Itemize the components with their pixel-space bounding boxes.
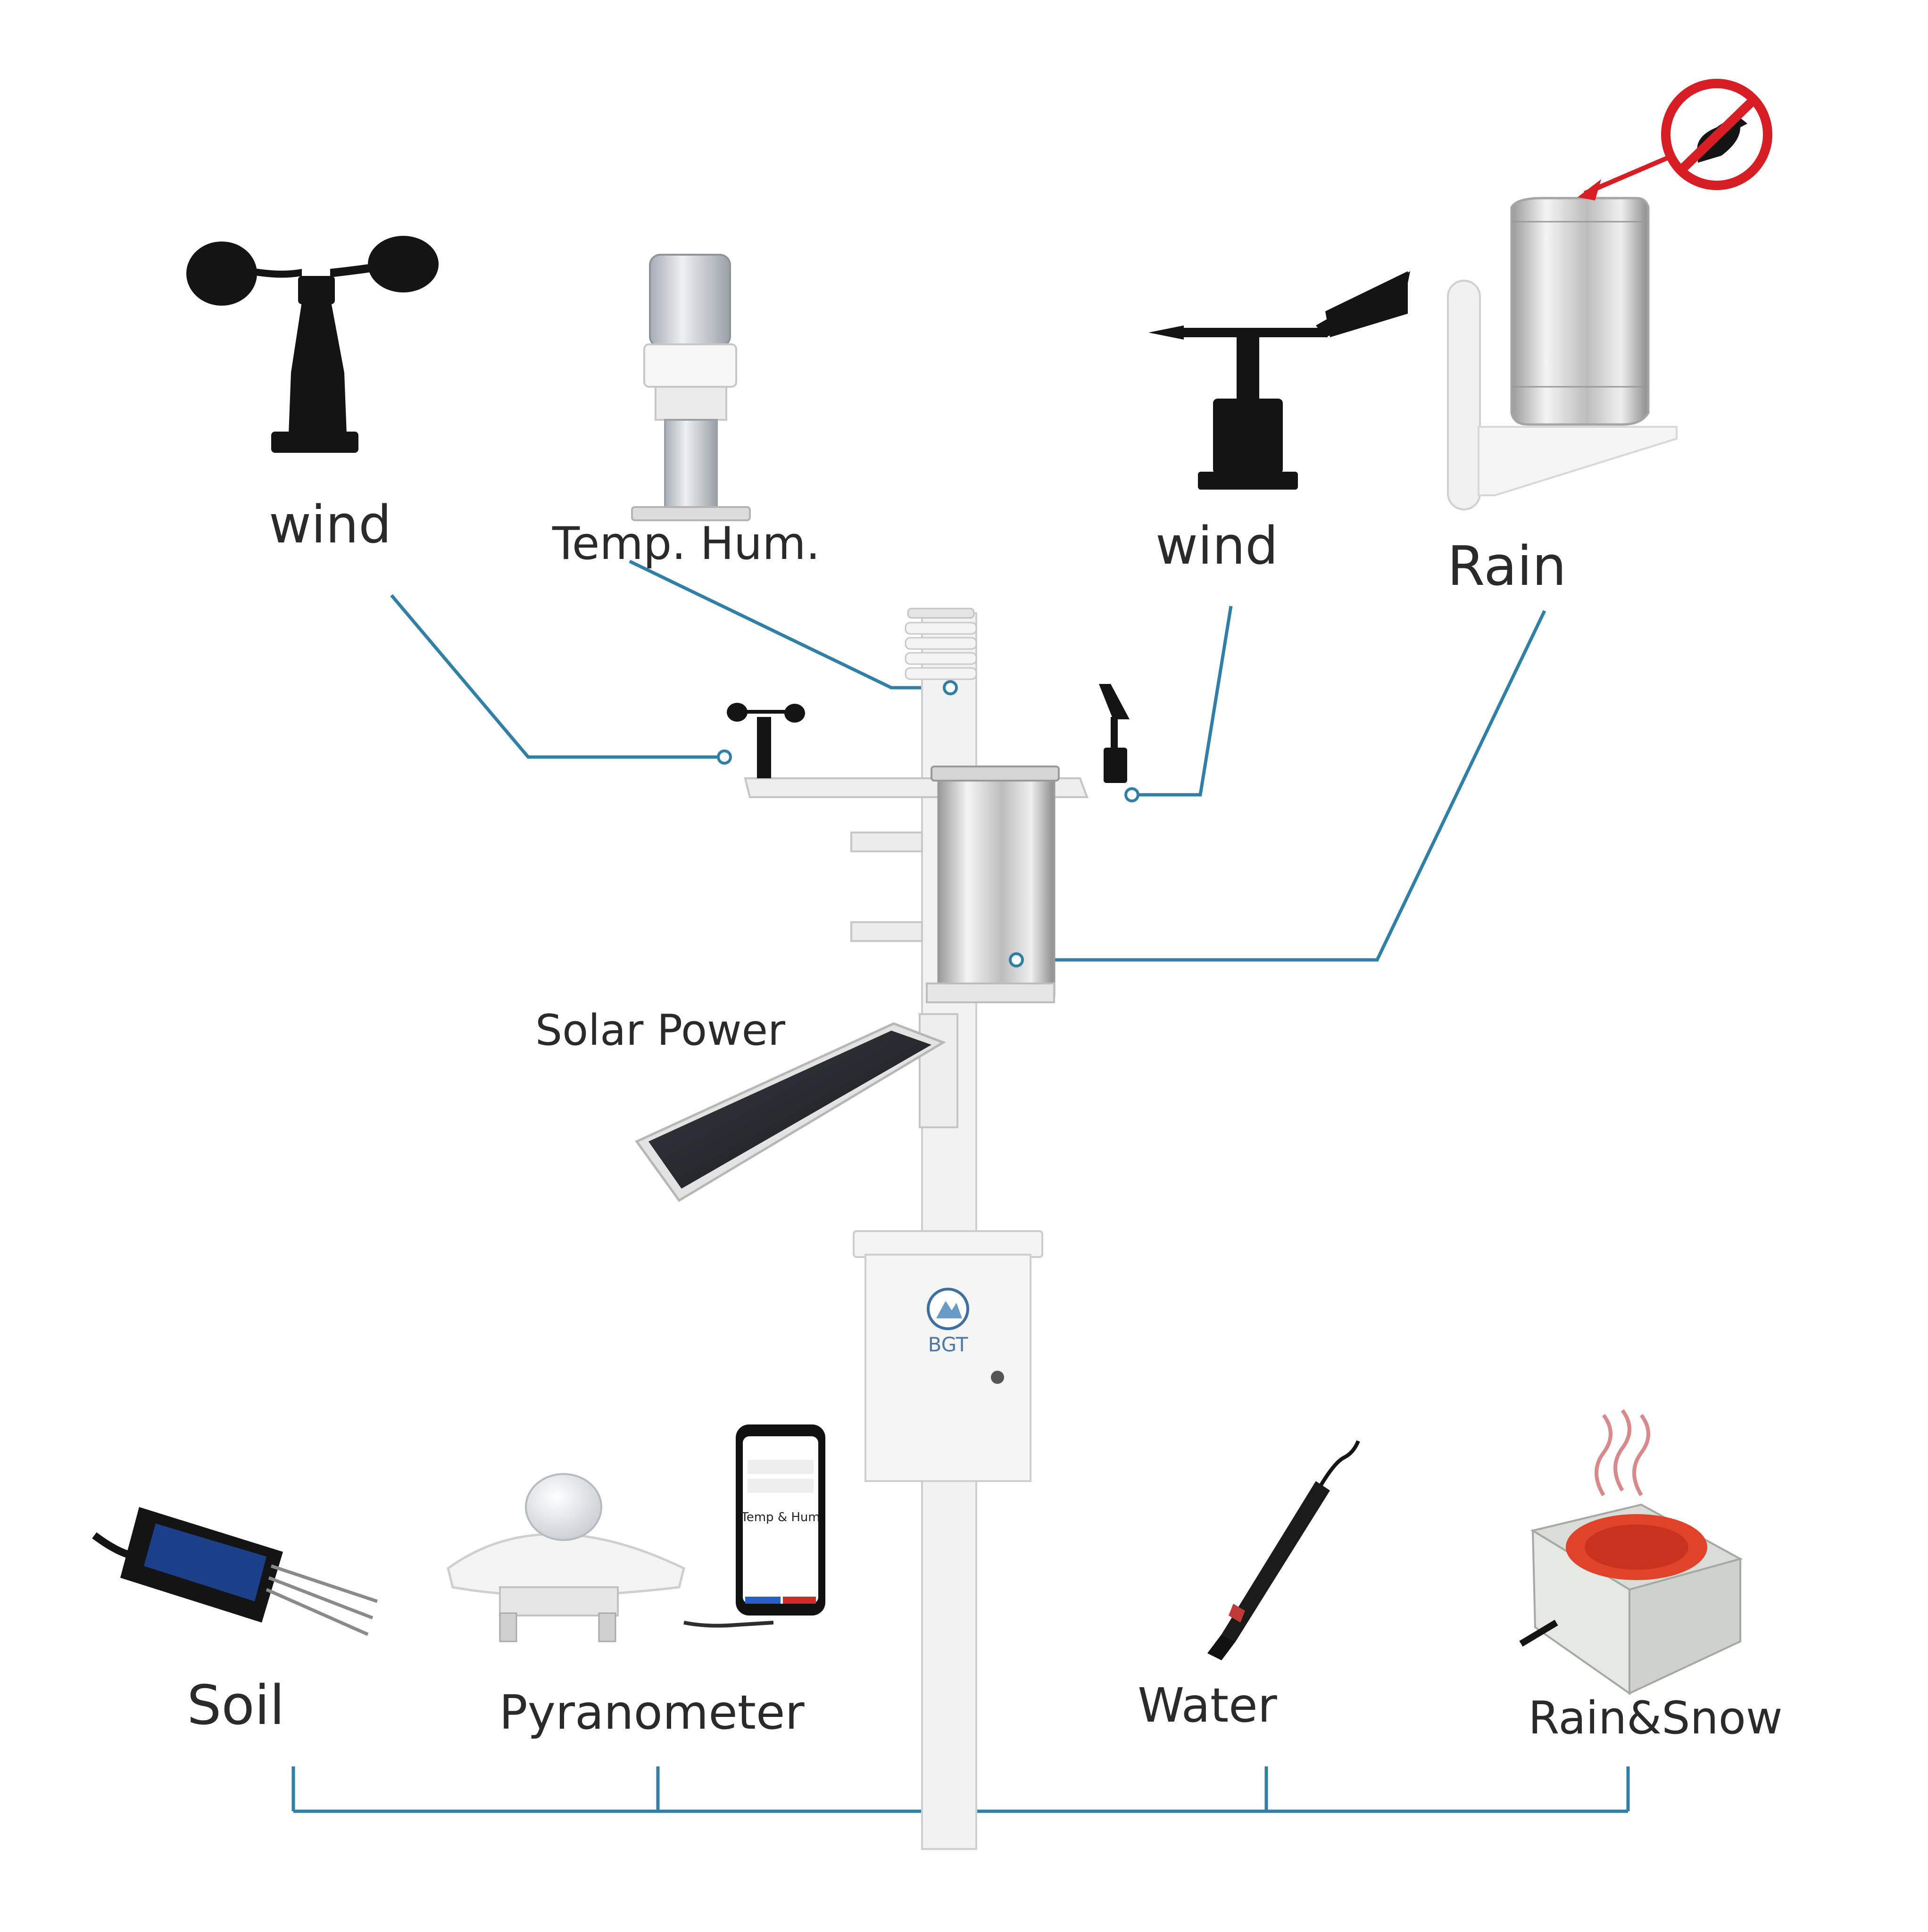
temp-hum-sensor-icon bbox=[631, 254, 751, 521]
weather-station-pole bbox=[717, 608, 1139, 1850]
label-wind-left: wind bbox=[269, 494, 391, 555]
label-water: Water bbox=[1138, 1678, 1277, 1733]
rain-snow-sensor-icon bbox=[1519, 1409, 1743, 1695]
soil-sensor-icon bbox=[92, 1507, 378, 1636]
solar-panel-icon bbox=[635, 1022, 946, 1202]
label-wind-right: wind bbox=[1155, 516, 1278, 576]
phone-reading-text: Temp & Hum bbox=[740, 1510, 820, 1524]
radiation-shield-icon bbox=[905, 608, 977, 680]
rain-gauge-icon bbox=[1447, 197, 1678, 510]
anemometer-icon bbox=[186, 236, 439, 453]
no-bird-icon bbox=[1578, 79, 1772, 200]
phone-icon bbox=[736, 1424, 825, 1616]
pyranometer-icon bbox=[447, 1473, 774, 1642]
water-sensor-icon bbox=[1207, 1440, 1360, 1660]
mini-anemometer-icon bbox=[727, 703, 805, 778]
box-logo-text: BGT bbox=[928, 1333, 968, 1356]
connector-wind-left bbox=[390, 594, 724, 759]
connector-temp-hum bbox=[629, 559, 950, 690]
connector-wind-right bbox=[1132, 606, 1233, 797]
mini-wind-vane-icon bbox=[1099, 684, 1130, 783]
label-solar-power: Solar Power bbox=[535, 1006, 785, 1055]
label-rain-snow: Rain&Snow bbox=[1528, 1692, 1782, 1744]
connector-rain bbox=[1016, 610, 1546, 962]
wind-vane-icon bbox=[1148, 271, 1410, 490]
label-rain: Rain bbox=[1447, 535, 1567, 598]
label-soil: Soil bbox=[187, 1674, 284, 1737]
label-pyranometer: Pyranometer bbox=[499, 1685, 805, 1740]
control-box-icon bbox=[853, 1230, 1043, 1482]
label-temp-hum: Temp. Hum. bbox=[552, 518, 820, 570]
